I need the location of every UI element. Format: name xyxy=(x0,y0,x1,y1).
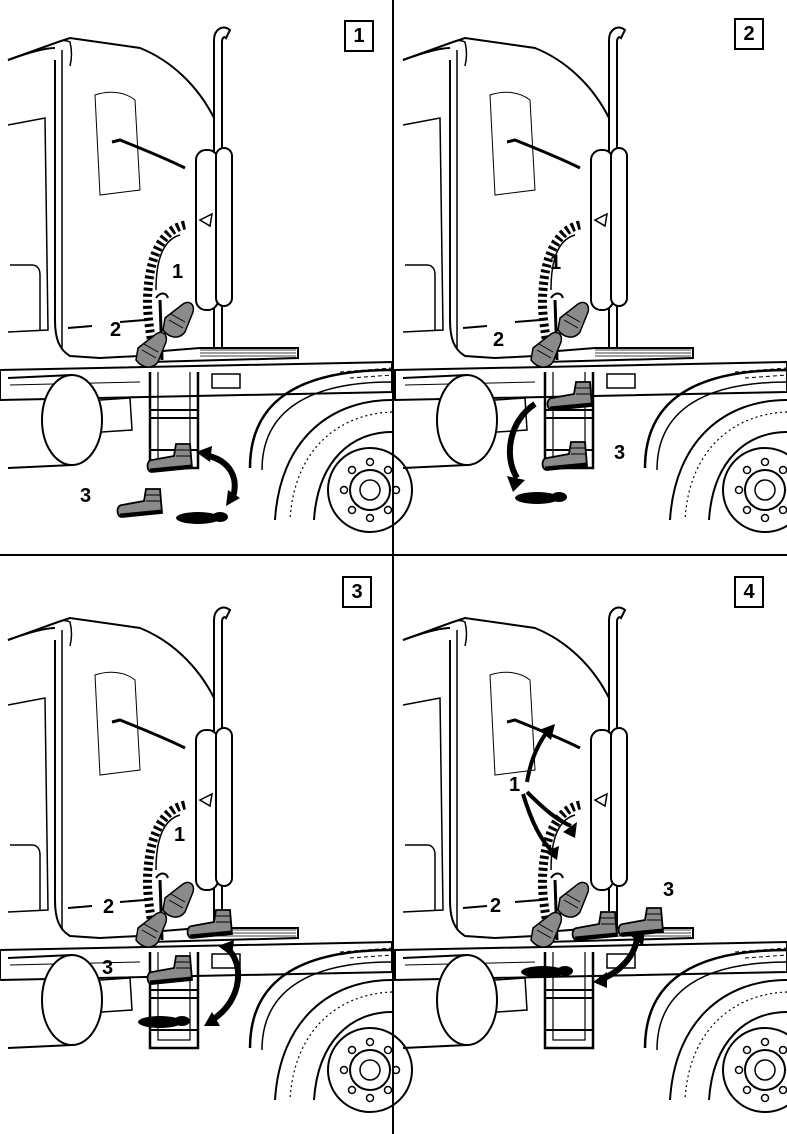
callout-foot: 3 xyxy=(80,486,91,506)
callout-grab-handle: 1 xyxy=(550,253,561,273)
callout-grab-handle: 1 xyxy=(172,262,183,282)
callout-hand: 2 xyxy=(490,896,501,916)
callout-grab-handle: 1 xyxy=(174,825,185,845)
upper-hand xyxy=(558,302,588,337)
panel-3 xyxy=(0,608,412,1112)
boot-on-deck xyxy=(188,910,233,938)
panel-3-number: 3 xyxy=(342,576,372,608)
callout-foot: 3 xyxy=(663,880,674,900)
curved-arrow xyxy=(510,404,535,478)
panel-4-number: 4 xyxy=(734,576,764,608)
upper-hand xyxy=(558,882,588,917)
boot-on-step xyxy=(148,444,193,472)
panel-1 xyxy=(0,28,412,532)
callout-grab-handle: 1 xyxy=(509,775,520,795)
footprint xyxy=(138,1016,190,1028)
callout-hand: 2 xyxy=(110,320,121,340)
upper-hand xyxy=(163,882,193,917)
callout-hand: 2 xyxy=(103,897,114,917)
footprint xyxy=(515,492,567,504)
truck-scene xyxy=(0,608,412,1112)
boot-on-deck-right xyxy=(619,908,664,936)
callout-hand: 2 xyxy=(493,330,504,350)
boot-on-ground xyxy=(118,489,163,517)
panel-1-number: 1 xyxy=(344,20,374,52)
callout-foot: 3 xyxy=(614,443,625,463)
panel-4 xyxy=(395,608,787,1112)
callout-foot: 3 xyxy=(102,958,113,978)
truck-scene xyxy=(395,28,787,532)
panel-2-number: 2 xyxy=(734,18,764,50)
footprint xyxy=(176,512,228,524)
upper-hand xyxy=(163,302,193,337)
panel-2 xyxy=(395,28,787,532)
boot-lower-step xyxy=(543,442,588,470)
boot-on-deck-left xyxy=(573,912,618,940)
truck-scene xyxy=(395,608,787,1112)
